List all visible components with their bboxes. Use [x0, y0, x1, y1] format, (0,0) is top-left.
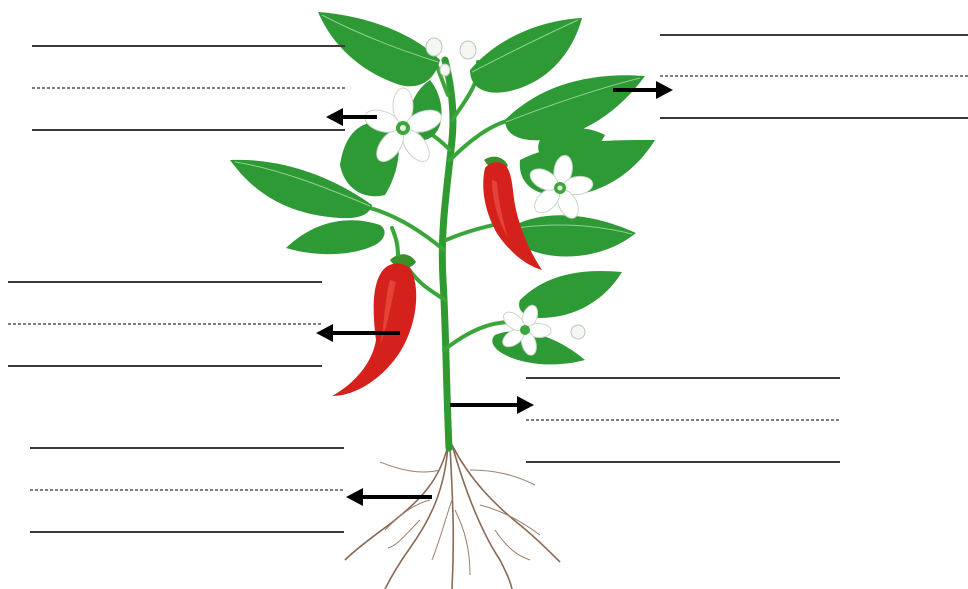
plant-roots: [345, 445, 560, 589]
label-lines-fruit[interactable]: [8, 282, 322, 366]
arrow-to-stem: [450, 396, 534, 414]
arrow-to-root: [346, 488, 432, 506]
label-lines-root[interactable]: [30, 448, 344, 532]
label-lines-stem[interactable]: [526, 378, 840, 462]
label-lines-leaf[interactable]: [660, 35, 968, 118]
label-lines-flower[interactable]: [32, 46, 345, 130]
